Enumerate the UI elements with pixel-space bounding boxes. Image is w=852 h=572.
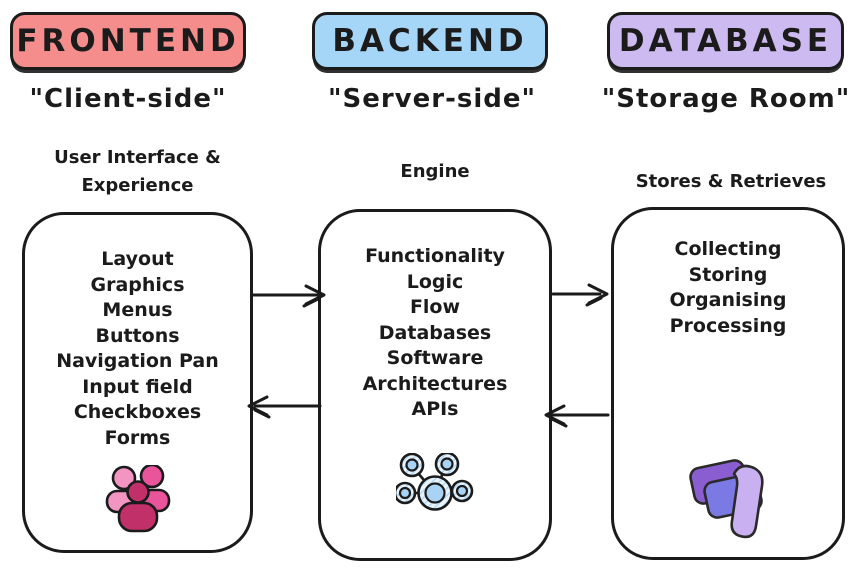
- database-description: Stores & Retrieves: [635, 171, 827, 192]
- list-item: Flow: [409, 296, 461, 318]
- list-item: Menus: [102, 299, 173, 321]
- list-item: Graphics: [90, 273, 185, 296]
- backend-description: Engine: [400, 161, 470, 182]
- list-item: Storing: [688, 263, 768, 286]
- network-nodes-icon: [393, 451, 474, 531]
- frontend-pill-label: FRONTEND: [16, 23, 240, 59]
- arrow-frontend-to-backend: [251, 284, 326, 308]
- arrow-backend-to-frontend: [247, 395, 322, 419]
- list-item: APIs: [411, 398, 459, 420]
- database-ribbon-icon: [688, 454, 768, 550]
- arrow-backend-to-database: [551, 283, 609, 307]
- list-item: Layout: [101, 248, 174, 270]
- list-item: Buttons: [95, 324, 180, 347]
- frontend-description: User Interface & Experience: [54, 147, 221, 196]
- list-item: Collecting: [674, 238, 782, 260]
- list-item: Forms: [104, 426, 171, 449]
- database-pill: DATABASE: [607, 12, 844, 70]
- list-item: Functionality: [365, 245, 505, 267]
- backend-pill-label: BACKEND: [332, 23, 528, 59]
- backend-subtitle: "Server-side": [327, 84, 537, 114]
- list-item: Navigation Pan: [56, 350, 219, 372]
- list-item: Organising: [669, 289, 787, 311]
- frontend-pill: FRONTEND: [10, 12, 246, 70]
- people-group-icon: [105, 463, 171, 537]
- backend-pill: BACKEND: [312, 12, 548, 70]
- database-pill-label: DATABASE: [618, 23, 833, 59]
- database-subtitle: "Storage Room": [601, 84, 851, 114]
- arrow-database-to-backend: [544, 404, 610, 428]
- list-item: Architectures: [362, 372, 508, 395]
- list-item: Input field: [82, 375, 193, 398]
- list-item: Checkboxes: [73, 401, 202, 423]
- frontend-subtitle: "Client-side": [29, 84, 227, 114]
- list-item: Logic: [406, 270, 464, 293]
- list-item: Databases: [378, 321, 492, 344]
- list-item: Software: [386, 347, 484, 369]
- list-item: Processing: [669, 314, 787, 337]
